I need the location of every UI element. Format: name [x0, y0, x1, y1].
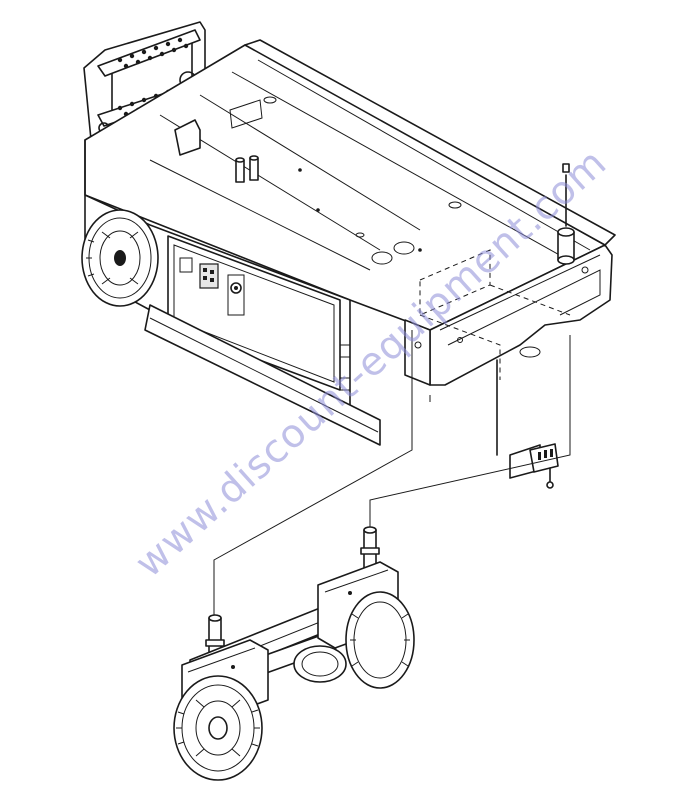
right-steer-wheel	[345, 591, 415, 689]
left-steer-wheel	[173, 675, 263, 781]
chassis-front-wheel	[81, 209, 159, 307]
ground-control-panel	[167, 235, 351, 391]
pothole-guard	[144, 304, 381, 446]
leader-lines	[213, 330, 571, 615]
hidden-outline	[419, 249, 571, 380]
rear-post	[557, 163, 575, 265]
limit-switch-bracket	[496, 359, 559, 489]
